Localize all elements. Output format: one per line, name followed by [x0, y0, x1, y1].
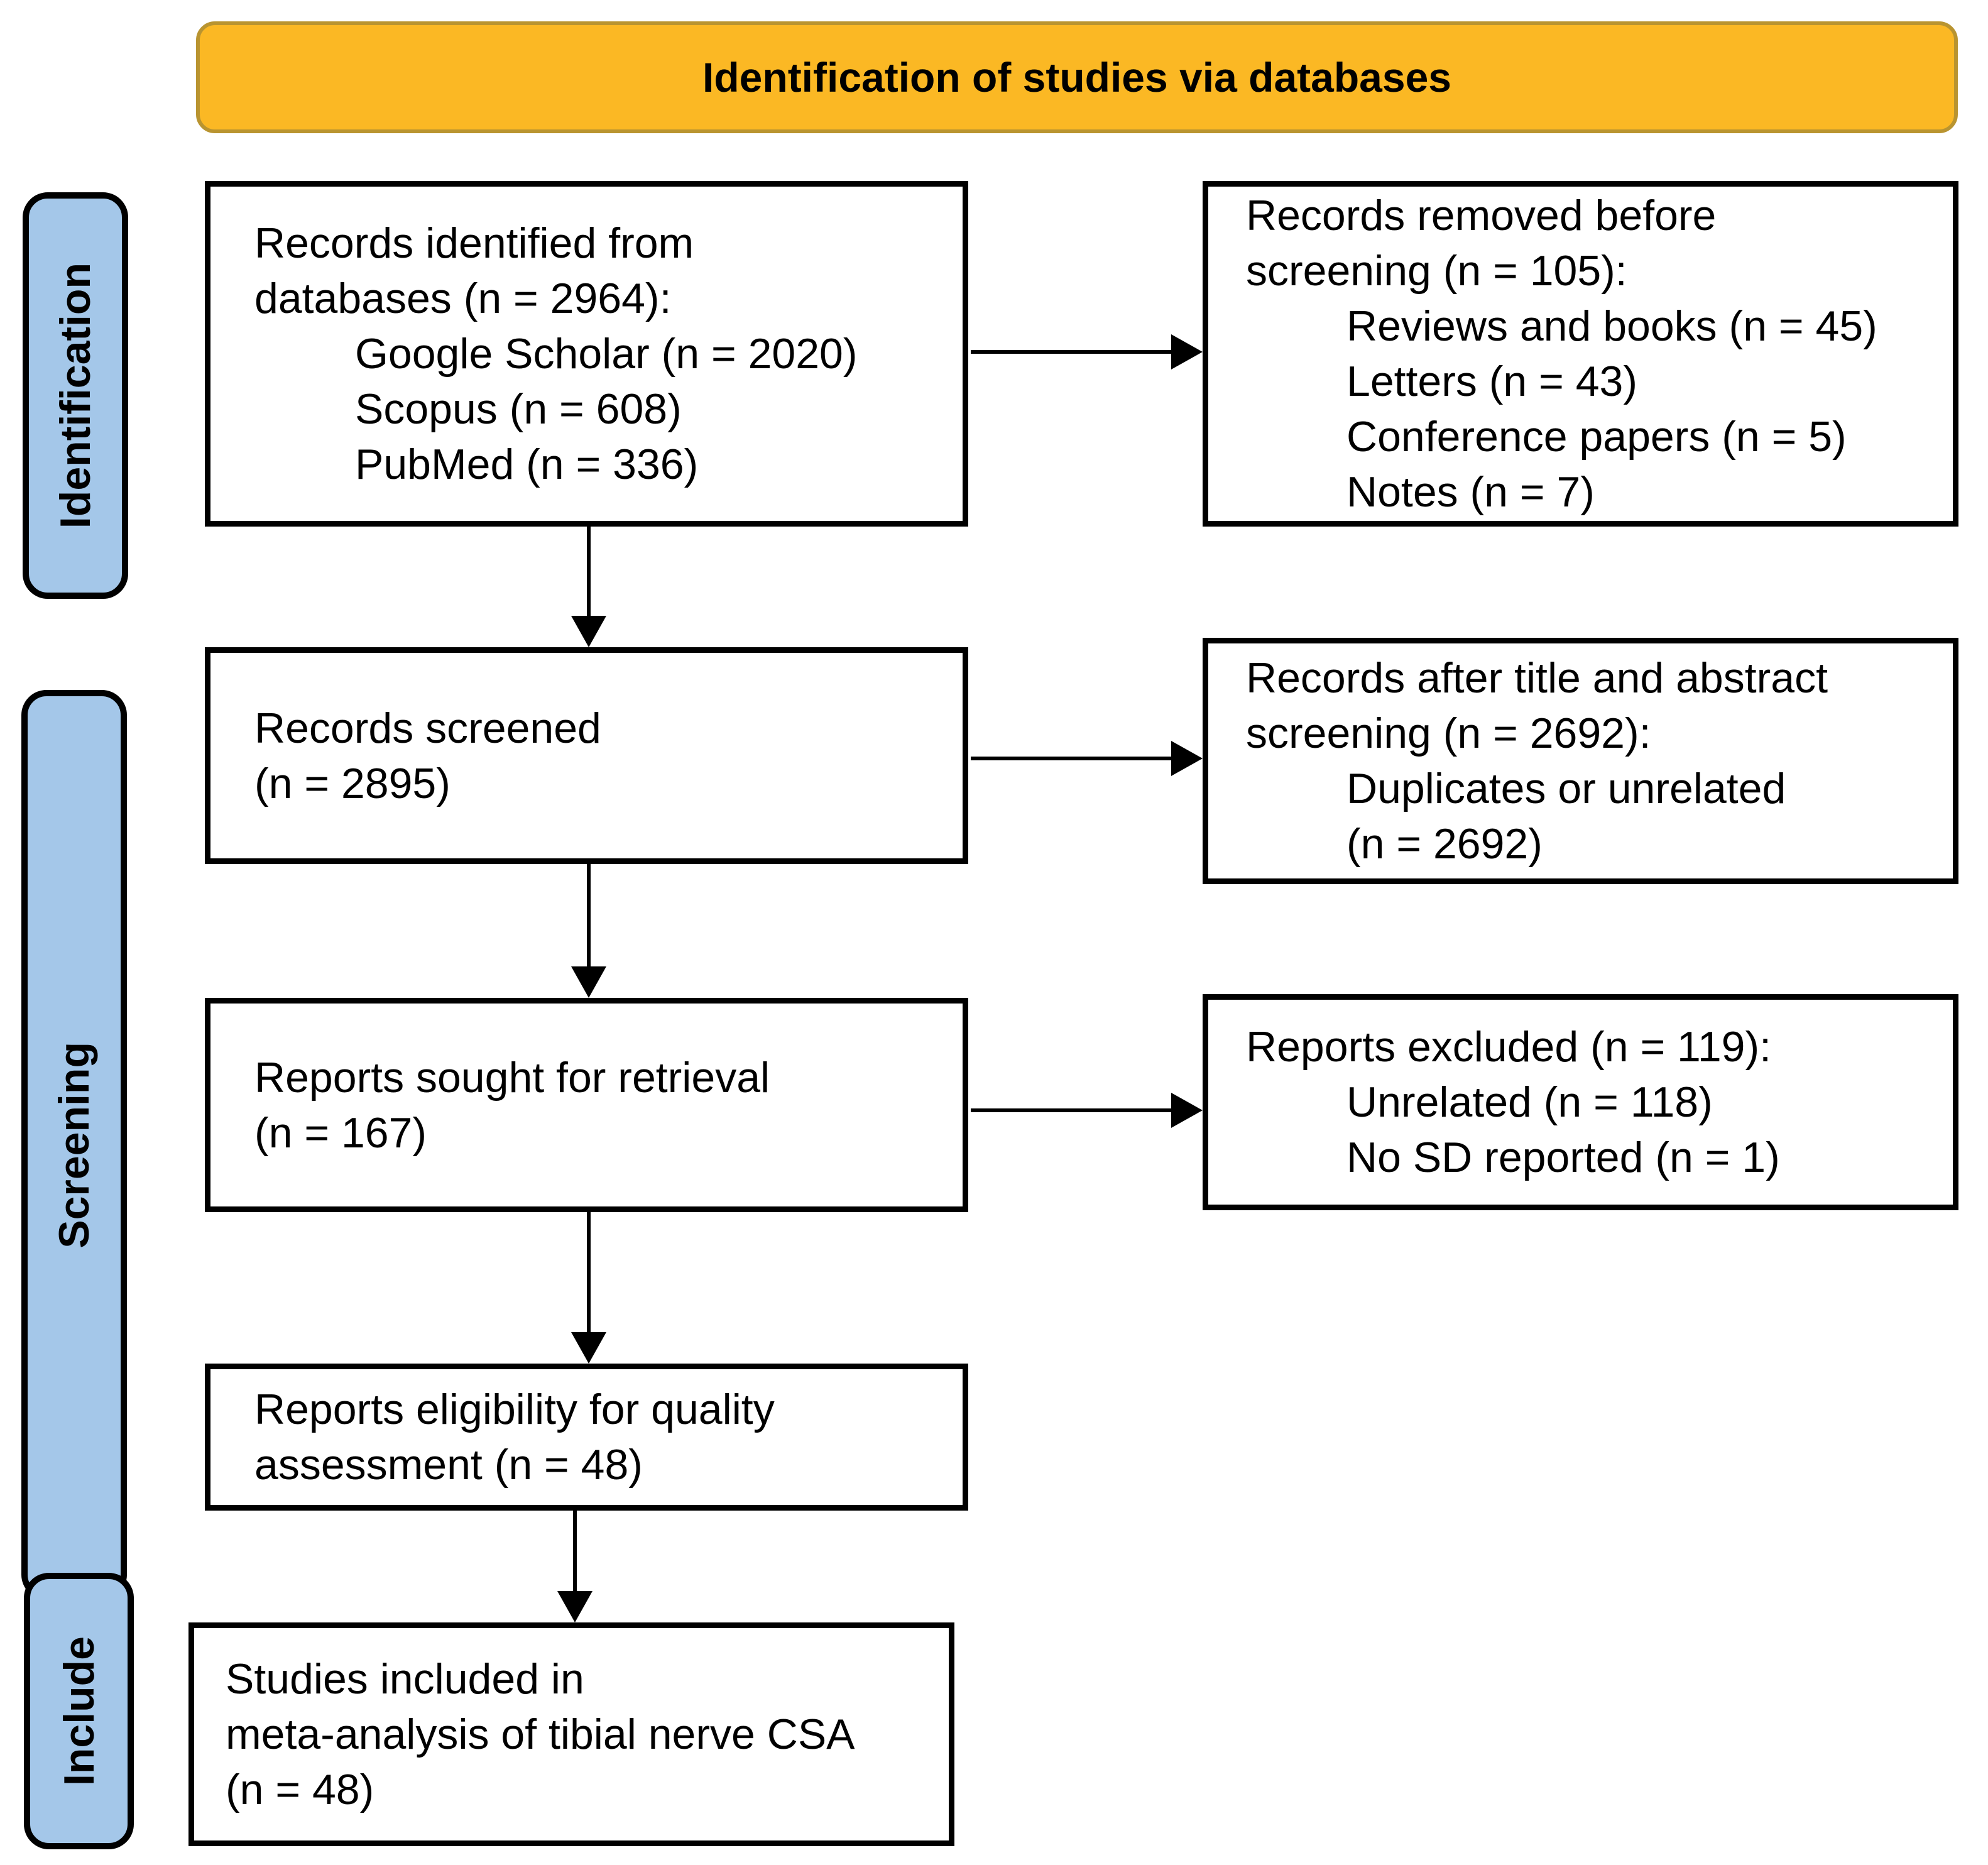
box-records-identified-sub-text: Google Scholar (n = 2020) Scopus (n = 60…	[355, 330, 858, 488]
arrow-head-icon	[1171, 741, 1203, 776]
box-records-screened-main-text: Records screened (n = 2895)	[254, 704, 601, 807]
banner-identification-via-databases: Identification of studies via databases	[196, 21, 1958, 133]
arrow-head-icon	[571, 616, 606, 647]
box-reports-excluded: Reports excluded (n = 119): Unrelated (n…	[1203, 994, 1958, 1210]
arrow-head-icon	[557, 1591, 593, 1622]
arrow-shaft	[587, 864, 591, 970]
box-records-removed-main-text: Records removed before screening (n = 10…	[1246, 192, 1717, 295]
arrow-sought-to-excluded	[971, 1093, 1203, 1128]
arrow-head-icon	[1171, 1093, 1203, 1128]
arrow-head-icon	[571, 1332, 606, 1364]
box-records-identified-main-text: Records identified from databases (n = 2…	[254, 219, 694, 322]
stage-label-identification: Identification	[23, 192, 128, 599]
arrow-screened-to-after-screening	[971, 741, 1203, 776]
arrow-head-icon	[1171, 334, 1203, 369]
arrow-shaft	[587, 527, 591, 620]
box-studies-included: Studies included in meta-analysis of tib…	[188, 1622, 954, 1846]
arrow-head-icon	[571, 966, 606, 998]
box-records-after-screening-sub-text: Duplicates or unrelated (n = 2692)	[1346, 765, 1786, 868]
box-records-identified: Records identified from databases (n = 2…	[205, 181, 968, 527]
arrow-shaft	[971, 1108, 1175, 1112]
arrow-shaft	[573, 1511, 577, 1595]
box-records-removed-sub-text: Reviews and books (n = 45) Letters (n = …	[1346, 302, 1877, 516]
box-reports-excluded-sub-text: Unrelated (n = 118) No SD reported (n = …	[1346, 1078, 1780, 1181]
box-records-screened: Records screened (n = 2895)	[205, 647, 968, 864]
arrow-shaft	[587, 1212, 591, 1336]
box-studies-included-main-text: Studies included in meta-analysis of tib…	[226, 1655, 855, 1813]
arrow-identified-to-removed	[971, 334, 1203, 369]
box-records-removed: Records removed before screening (n = 10…	[1203, 181, 1958, 527]
arrow-sought-to-eligibility	[571, 1212, 606, 1364]
arrow-shaft	[971, 350, 1175, 354]
arrow-eligibility-to-included	[557, 1511, 593, 1622]
box-reports-eligibility-main-text: Reports eligibility for quality assessme…	[254, 1386, 775, 1489]
box-records-after-screening-main-text: Records after title and abstract screeni…	[1246, 654, 1828, 757]
stage-label-screening: Screening	[21, 690, 127, 1600]
arrow-identified-to-screened	[571, 527, 606, 647]
arrow-screened-to-sought	[571, 864, 606, 998]
box-reports-excluded-main-text: Reports excluded (n = 119):	[1246, 1023, 1771, 1071]
stage-label-include-text: Include	[55, 1636, 103, 1786]
box-reports-eligibility: Reports eligibility for quality assessme…	[205, 1364, 968, 1511]
stage-label-screening-text: Screening	[50, 1041, 98, 1249]
stage-label-include: Include	[24, 1573, 134, 1849]
banner-title: Identification of studies via databases	[702, 54, 1451, 101]
stage-label-identification-text: Identification	[52, 262, 99, 529]
box-reports-sought-main-text: Reports sought for retrieval (n = 167)	[254, 1053, 770, 1157]
arrow-shaft	[971, 757, 1175, 760]
box-reports-sought: Reports sought for retrieval (n = 167)	[205, 998, 968, 1212]
box-records-after-screening: Records after title and abstract screeni…	[1203, 638, 1958, 884]
